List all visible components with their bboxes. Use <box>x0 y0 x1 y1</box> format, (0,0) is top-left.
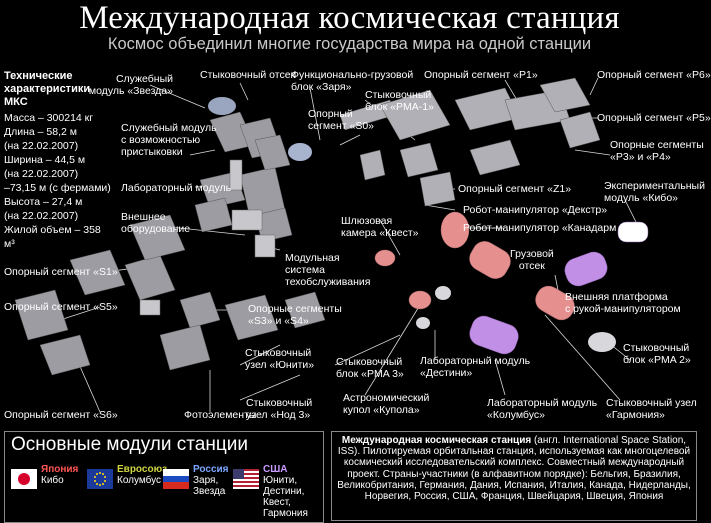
label-p6: Опорный сегмент «P6» <box>597 69 711 81</box>
russian-segment <box>208 97 312 161</box>
country-japan: Япония <box>41 464 79 475</box>
label-solar: Фотоэлементы <box>184 409 257 421</box>
label-s5: Опорный сегмент «S5» <box>4 301 118 313</box>
spec-line: (на 22.02.2007) <box>4 140 79 152</box>
info-title: Международная космическая станция <box>341 435 532 446</box>
specs-heading: Технические характеристики МКС <box>4 70 114 109</box>
label-s1: Опорный сегмент «S1» <box>4 266 118 278</box>
legend-panel: Основные модули станции Япония Кибо Евро… <box>4 431 324 523</box>
page-title: Международная космическая станция <box>79 0 620 36</box>
zarya-module <box>288 143 312 161</box>
node3-module <box>374 249 396 267</box>
spec-line: Длина – 58,2 м <box>4 126 77 138</box>
label-harmony: Стыковочный узел«Гармония» <box>606 397 697 421</box>
country-usa-modules: Юнити,Дестини, Квест,Гармония <box>263 475 308 519</box>
label-canadarm: Робот-манипулятор «Канадарм 2» <box>463 222 631 234</box>
spec-line: Масса – 300214 кг <box>4 112 94 124</box>
label-s6: Опорный сегмент «S6» <box>4 409 118 421</box>
right-truss <box>339 77 601 207</box>
kibo-module <box>564 251 608 287</box>
kibo-external <box>617 221 649 243</box>
small-parts <box>416 286 616 352</box>
info-box: Международная космическая станция (англ.… <box>331 431 697 521</box>
label-s3s4: Опорные сегменты«S3» и «S4» <box>248 303 342 327</box>
japan-flag-icon <box>11 469 37 489</box>
country-russia: Россия <box>193 464 229 475</box>
label-lab-module: Лабораторный модуль <box>121 182 232 194</box>
country-eu: Евросоюз <box>117 464 168 475</box>
label-p1: Опорный сегмент «P1» <box>424 69 538 81</box>
label-docking-compartment: Стыковочный отсек <box>200 69 296 81</box>
info-text: (англ. International Space Station, ISS)… <box>337 435 691 503</box>
specs-panel: Технические характеристики МКС Масса – 3… <box>4 70 114 251</box>
country-japan-modules: Кибо <box>41 475 64 486</box>
harmony-module <box>535 285 575 321</box>
label-p5: Опорный сегмент «P5» <box>597 112 711 124</box>
eu-flag-icon <box>87 469 113 489</box>
grey-modules <box>139 159 276 316</box>
zvezda-module <box>208 97 236 115</box>
label-dextre: Робот-манипулятор «Декстр» <box>463 204 608 216</box>
spec-line: Высота – 27,4 м <box>4 196 83 208</box>
destiny-module <box>469 241 511 279</box>
label-destiny: Лабораторный модуль«Дестини» <box>420 355 531 379</box>
pink-modules <box>374 211 575 321</box>
usa-flag-icon <box>233 469 259 489</box>
spec-line: –73,15 м (с фермами) <box>4 182 111 194</box>
quest-module <box>440 211 470 249</box>
iss-illustration <box>14 77 649 413</box>
purple-modules <box>469 221 649 355</box>
specs-heading-line1: Технические <box>4 70 73 82</box>
country-russia-modules: Заря,Звезда <box>193 475 226 497</box>
spec-line: (на 22.02.2007) <box>4 168 79 180</box>
spec-line: (на 22.02.2007) <box>4 210 79 222</box>
spec-line: Ширина – 44,5 м <box>4 154 86 166</box>
country-usa: США <box>263 464 288 475</box>
specs-heading-line2: характеристики МКС <box>4 83 91 108</box>
russia-flag-icon <box>163 469 189 489</box>
columbus-module <box>469 315 519 355</box>
label-z1: Опорный сегмент «Z1» <box>458 183 572 195</box>
country-eu-modules: Колумбус <box>117 475 162 486</box>
page-subtitle: Космос объединил многие государства мира… <box>107 35 592 53</box>
label-p3p4: Опорные сегменты«P3» и «P4» <box>610 139 704 163</box>
spec-line: Жилой объем – 358 м³ <box>4 224 101 250</box>
solar-arrays <box>14 111 326 376</box>
legend-title: Основные модули станции <box>11 434 248 455</box>
label-columbus: Лабораторный модуль«Колумбус» <box>487 397 598 421</box>
unity-module <box>408 290 432 310</box>
